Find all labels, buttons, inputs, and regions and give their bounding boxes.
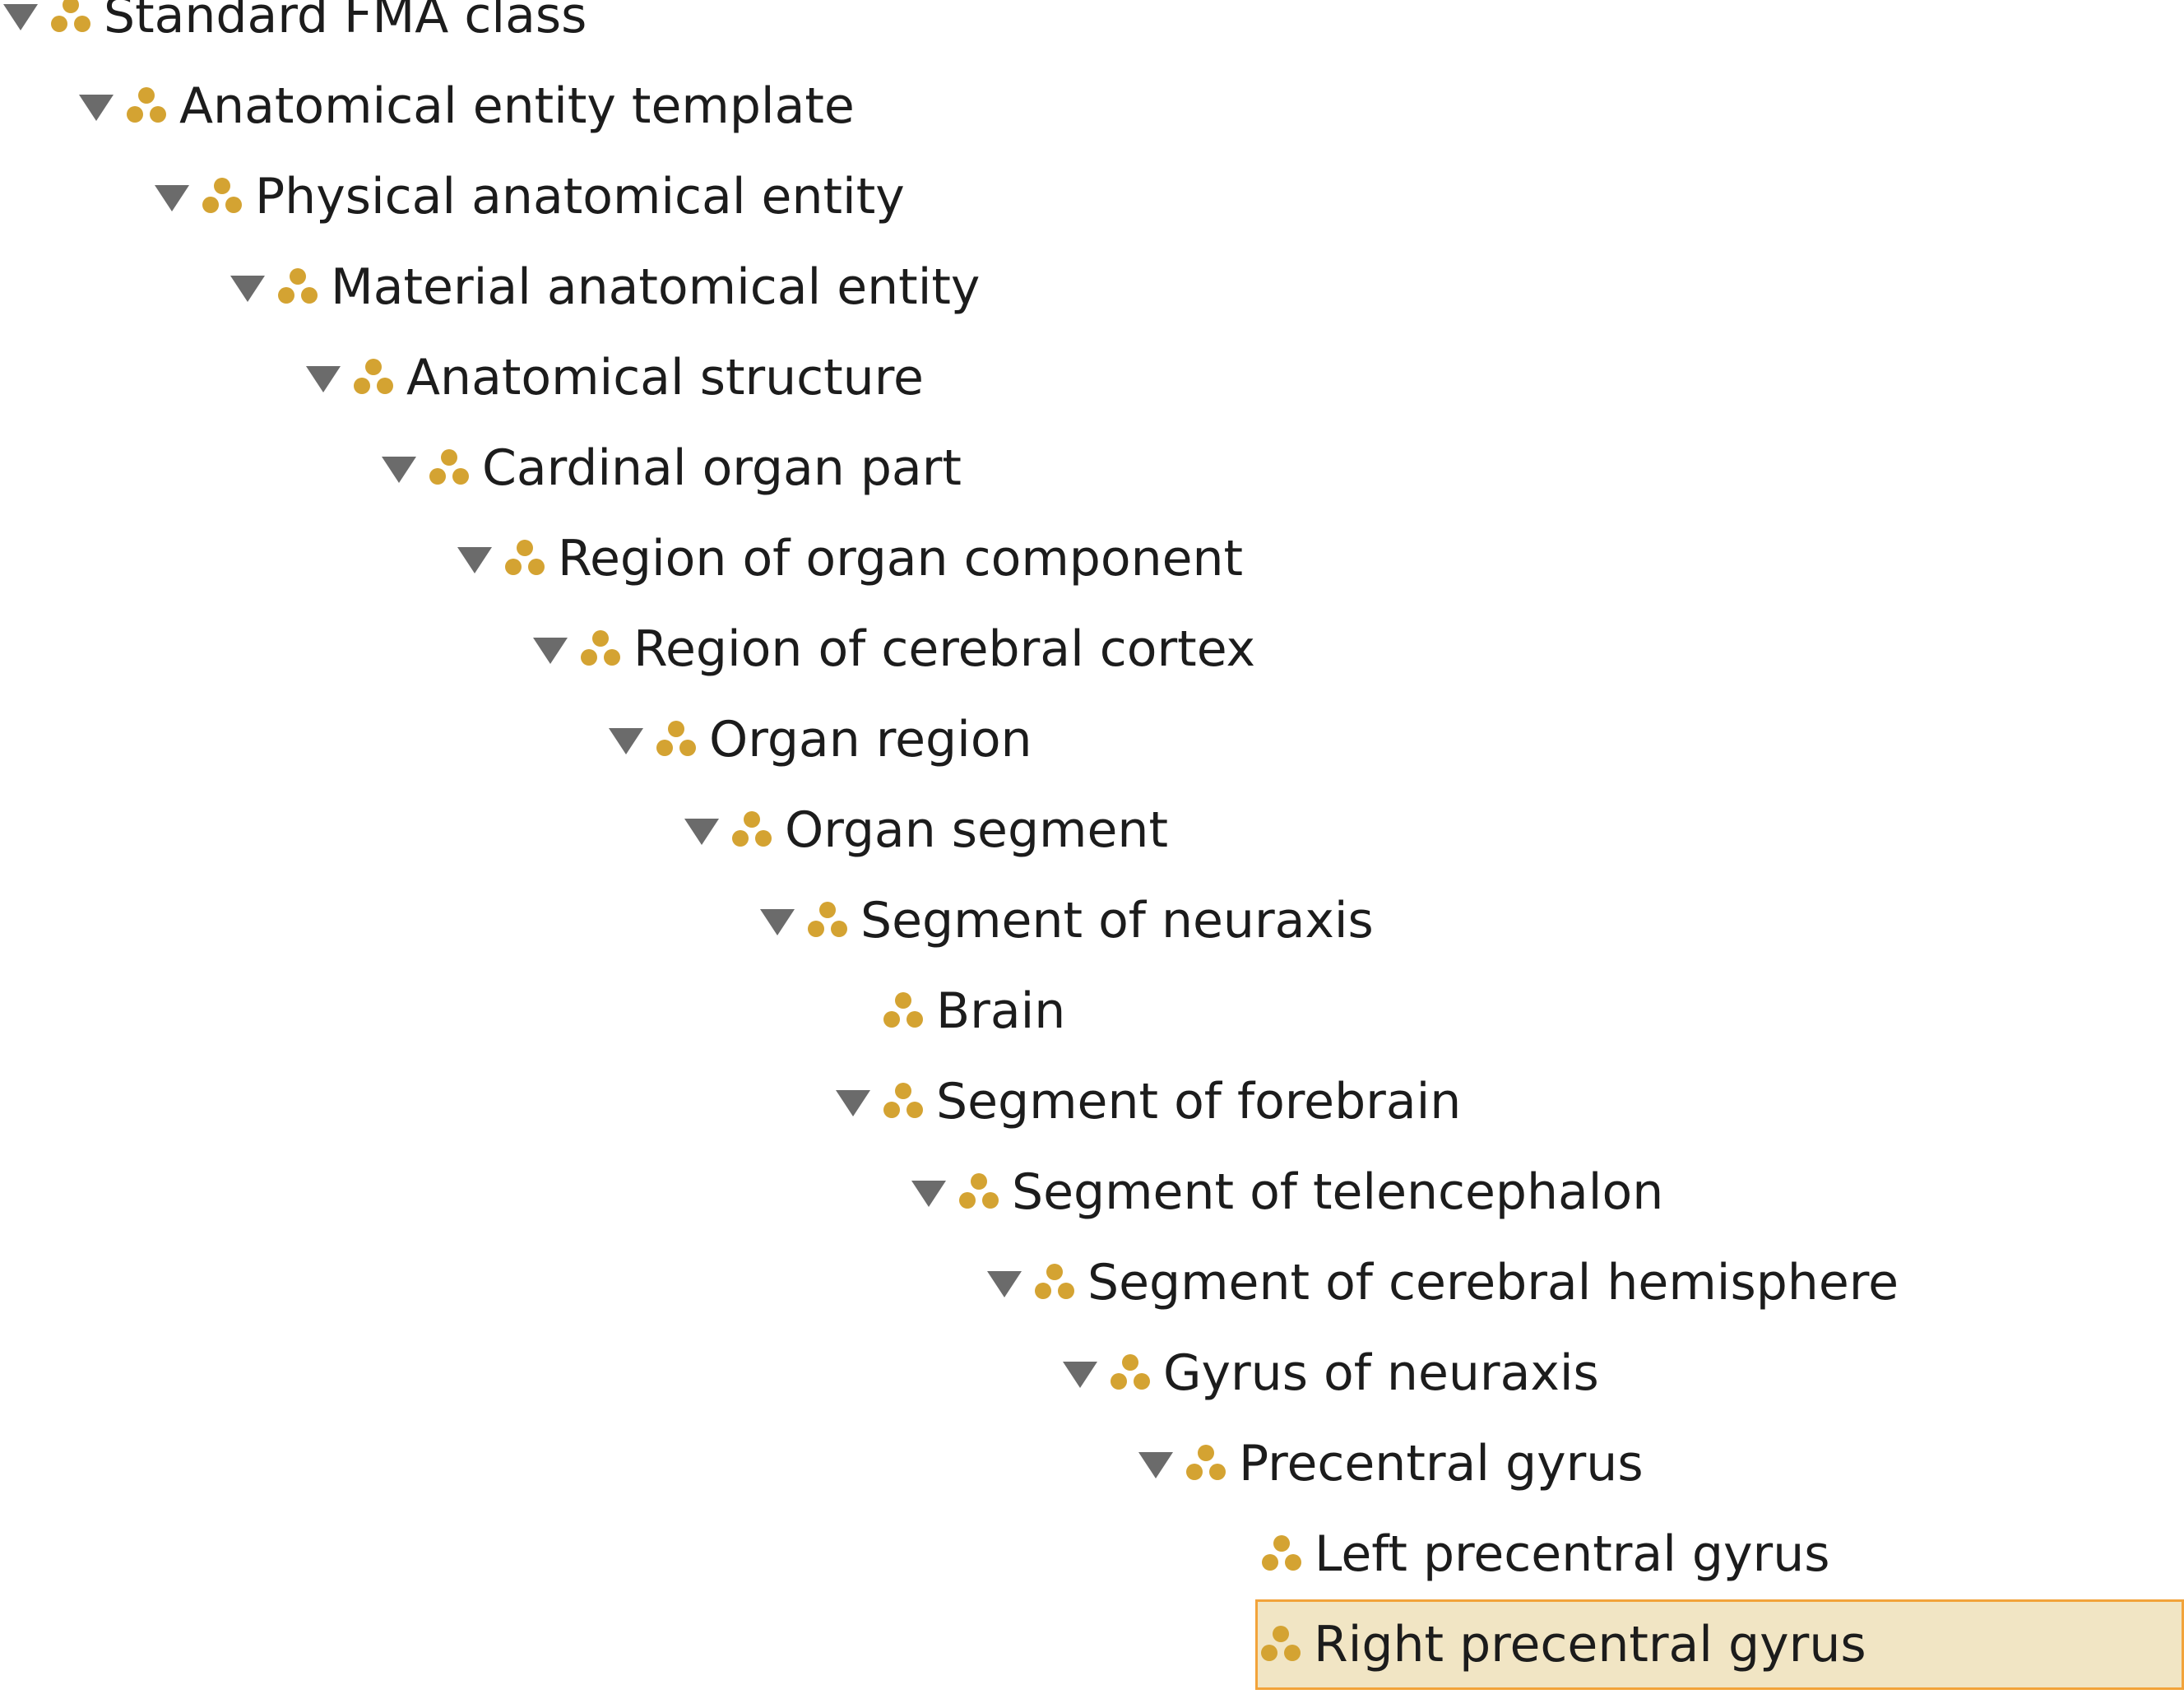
class-icon	[1183, 1418, 1234, 1509]
class-icon	[1258, 1599, 1309, 1690]
expand-toggle-icon[interactable]	[151, 151, 199, 242]
tree-node-segment-of-forebrain[interactable]: Segment of forebrain	[832, 1056, 1469, 1147]
tree-node-left-precentral-gyrus[interactable]: Left precentral gyrus	[1211, 1509, 1838, 1599]
class-icon	[350, 332, 401, 423]
class-icon	[653, 694, 704, 785]
class-icon	[956, 1147, 1007, 1237]
expand-toggle-icon[interactable]	[454, 513, 502, 604]
tree-node-label: Segment of neuraxis	[860, 892, 1374, 949]
tree-node-segment-of-neuraxis[interactable]: Segment of neuraxis	[757, 875, 1382, 966]
tree-node-label: Brain	[936, 982, 1066, 1040]
class-icon	[1259, 1509, 1310, 1599]
class-icon	[123, 61, 174, 151]
tree-node-label: Material anatomical entity	[331, 258, 981, 316]
expand-toggle-icon[interactable]	[227, 242, 275, 332]
class-icon	[426, 423, 477, 513]
tree-node-material-anatomical-entity[interactable]: Material anatomical entity	[227, 242, 988, 332]
tree-node-label: Gyrus of neuraxis	[1163, 1344, 1599, 1402]
class-icon	[577, 604, 628, 694]
class-icon	[199, 151, 250, 242]
tree-node-anatomical-entity-template[interactable]: Anatomical entity template	[76, 61, 863, 151]
tree-node-segment-of-cerebral-hemisphere[interactable]: Segment of cerebral hemisphere	[984, 1237, 1907, 1328]
tree-node-label: Physical anatomical entity	[255, 168, 905, 225]
class-icon	[502, 513, 553, 604]
tree-node-standard-fma-class[interactable]: Standard FMA class	[0, 0, 595, 61]
tree-node-organ-region[interactable]: Organ region	[605, 694, 1041, 785]
tree-node-label: Left precentral gyrus	[1315, 1525, 1830, 1583]
tree-node-label: Organ segment	[785, 801, 1168, 859]
tree-node-label: Region of cerebral cortex	[633, 620, 1256, 678]
expand-toggle-icon[interactable]	[1135, 1418, 1183, 1509]
expand-toggle-icon[interactable]	[0, 0, 48, 61]
tree-node-label: Organ region	[709, 711, 1032, 768]
expand-toggle-icon[interactable]	[605, 694, 653, 785]
expand-toggle-icon[interactable]	[1060, 1328, 1107, 1418]
tree-node-label: Region of organ component	[558, 530, 1244, 587]
expand-toggle-icon[interactable]	[76, 61, 123, 151]
tree-node-label: Standard FMA class	[104, 0, 587, 44]
tree-node-physical-anatomical-entity[interactable]: Physical anatomical entity	[151, 151, 913, 242]
expand-toggle-icon[interactable]	[530, 604, 577, 694]
class-icon	[880, 966, 931, 1056]
tree-node-selected-right-precentral-gyrus[interactable]: Right precentral gyrus	[1255, 1599, 2184, 1690]
class-icon	[1107, 1328, 1158, 1418]
tree-node-label: Right precentral gyrus	[1314, 1616, 1866, 1673]
class-icon	[880, 1056, 931, 1147]
expand-toggle-icon[interactable]	[984, 1237, 1032, 1328]
class-icon	[805, 875, 856, 966]
tree-node-precentral-gyrus[interactable]: Precentral gyrus	[1135, 1418, 1652, 1509]
leaf-spacer	[1211, 1509, 1259, 1599]
tree-node-label: Segment of forebrain	[936, 1073, 1462, 1130]
tree-node-cardinal-organ-part[interactable]: Cardinal organ part	[378, 423, 970, 513]
class-icon	[48, 0, 99, 61]
tree-node-label: Segment of cerebral hemisphere	[1087, 1254, 1899, 1311]
tree-node-segment-of-telencephalon[interactable]: Segment of telencephalon	[908, 1147, 1672, 1237]
leaf-spacer	[832, 966, 880, 1056]
tree-node-region-of-cerebral-cortex[interactable]: Region of cerebral cortex	[530, 604, 1264, 694]
expand-toggle-icon[interactable]	[681, 785, 729, 875]
class-icon	[1032, 1237, 1083, 1328]
tree-node-label: Segment of telencephalon	[1012, 1163, 1664, 1221]
class-icon	[729, 785, 780, 875]
tree-node-label: Anatomical entity template	[179, 77, 855, 135]
expand-toggle-icon[interactable]	[832, 1056, 880, 1147]
expand-toggle-icon[interactable]	[303, 332, 350, 423]
expand-toggle-icon[interactable]	[908, 1147, 956, 1237]
class-icon	[275, 242, 326, 332]
expand-toggle-icon[interactable]	[757, 875, 805, 966]
tree-node-organ-segment[interactable]: Organ segment	[681, 785, 1176, 875]
tree-node-label: Anatomical structure	[406, 349, 924, 406]
tree-node-label: Cardinal organ part	[482, 439, 962, 497]
tree-node-region-of-organ-component[interactable]: Region of organ component	[454, 513, 1251, 604]
expand-toggle-icon[interactable]	[378, 423, 426, 513]
tree-node-brain[interactable]: Brain	[832, 966, 1073, 1056]
tree-node-gyrus-of-neuraxis[interactable]: Gyrus of neuraxis	[1060, 1328, 1607, 1418]
tree-node-anatomical-structure[interactable]: Anatomical structure	[303, 332, 932, 423]
tree-node-label: Precentral gyrus	[1239, 1435, 1644, 1492]
